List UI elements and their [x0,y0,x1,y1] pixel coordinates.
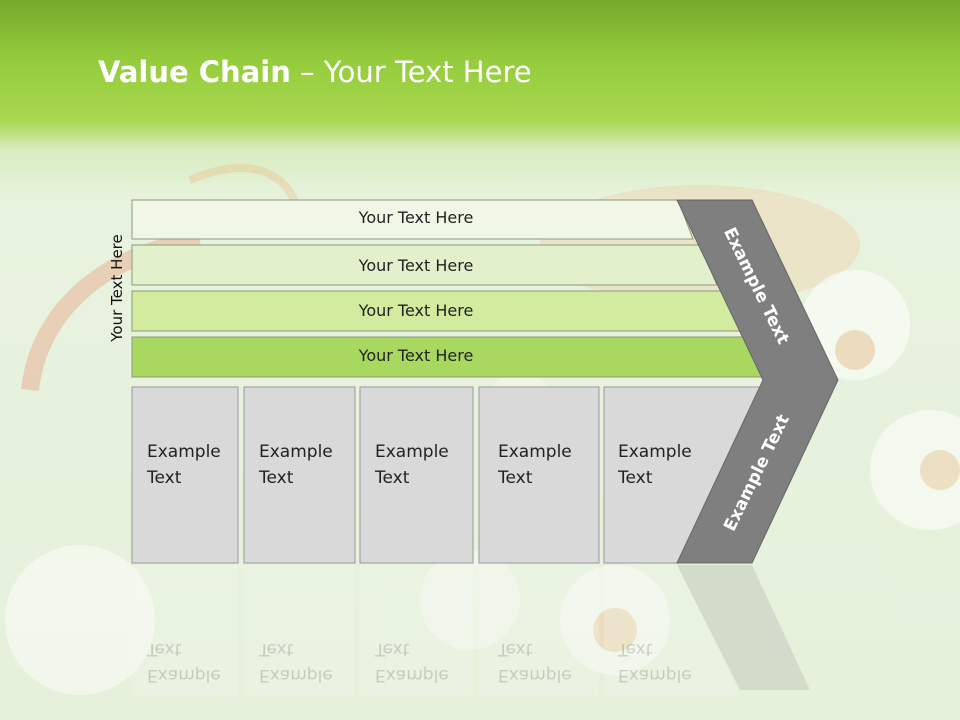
cell-1[interactable] [131,386,239,564]
bar-1-label: Your Text Here [358,208,474,227]
bar-4-label: Your Text Here [358,346,474,365]
cell-4[interactable] [478,386,600,564]
cell-4-reflection-line2: Text [498,639,533,659]
cell-1-reflection-line2: Text [147,639,182,659]
cell-2[interactable] [243,386,356,564]
cell-2-reflection: Example Text [259,636,349,688]
cell-2-line1: Example [259,442,333,462]
cell-4-line1: Example [498,442,572,462]
cell-4-reflection-line1: Example [498,665,572,685]
cell-5-reflection: Example Text [618,636,708,688]
cell-5-line2: Text [618,468,653,488]
cell-2-reflection-line1: Example [259,665,333,685]
cell-3-line2: Text [375,468,410,488]
cell-1-line1: Example [147,442,221,462]
cell-2-line2: Text [259,468,294,488]
bar-2-label: Your Text Here [358,256,474,275]
cell-3-reflection-line1: Example [375,665,449,685]
cell-1-reflection-line1: Example [147,665,221,685]
cell-4-reflection: Example Text [498,636,588,688]
cell-1-line2: Text [147,468,182,488]
bar-1[interactable] [131,199,694,240]
cell-3-reflection-line2: Text [375,639,410,659]
cell-3-reflection: Example Text [375,636,465,688]
cell-5-line1: Example [618,442,692,462]
reflection [132,565,810,695]
cell-4-line2: Text [498,468,533,488]
cell-5-reflection-line1: Example [618,665,692,685]
bar-2[interactable] [131,244,718,286]
cell-2-reflection-line2: Text [259,639,294,659]
slide-title-bold: Value Chain [98,55,291,89]
slide-title: Value Chain – Your Text Here [98,55,532,89]
cell-3-line1: Example [375,442,449,462]
slide-title-rest: – Your Text Here [290,55,532,89]
chevron-arrow[interactable] [676,199,839,564]
bar-3-label: Your Text Here [358,301,474,320]
cell-1-reflection: Example Text [147,636,237,688]
cell-5-reflection-line2: Text [618,639,653,659]
cell-3[interactable] [359,386,474,564]
